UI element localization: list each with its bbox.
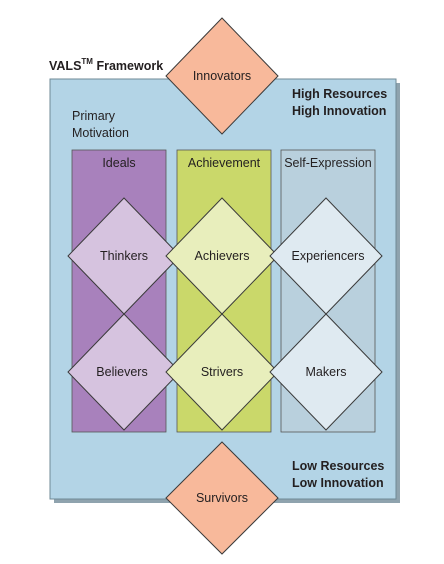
trademark-mark: TM: [81, 57, 93, 66]
low-resources-line: Low Resources: [292, 459, 385, 473]
column-header-achievement: Achievement: [187, 156, 261, 170]
diamond-survivors: [165, 441, 279, 555]
title-suffix: Framework: [96, 59, 164, 74]
high-innovation-line: High Innovation: [292, 104, 387, 118]
low-innovation-line: Low Innovation: [292, 476, 384, 490]
column-header-ideals: Ideals: [102, 156, 136, 170]
motivation-line: Motivation: [72, 126, 129, 140]
title-name: VALS: [49, 59, 82, 74]
diamond-strivers: [165, 313, 279, 431]
low-resources-label: Low Resources Low Innovation: [292, 458, 384, 492]
label-strivers: Strivers: [200, 365, 244, 379]
label-survivors: Survivors: [195, 491, 249, 505]
label-thinkers: Thinkers: [100, 249, 148, 263]
label-achievers: Achievers: [194, 249, 250, 263]
label-experiencers: Experiencers: [291, 249, 365, 263]
label-makers: Makers: [305, 365, 347, 379]
diamond-makers: [269, 313, 383, 431]
framework-title: VALSTM Framework: [49, 57, 164, 74]
high-resources-line: High Resources: [292, 87, 388, 101]
label-believers: Believers: [96, 365, 148, 379]
diamond-innovators: [165, 17, 279, 135]
primary-line: Primary: [72, 109, 116, 123]
primary-motivation-label: Primary Motivation: [72, 108, 129, 142]
high-resources-label: High Resources High Innovation: [292, 86, 387, 120]
label-innovators: Innovators: [192, 69, 252, 83]
column-header-self-expression: Self-Expression: [284, 156, 372, 170]
diamond-believers: [67, 313, 181, 431]
